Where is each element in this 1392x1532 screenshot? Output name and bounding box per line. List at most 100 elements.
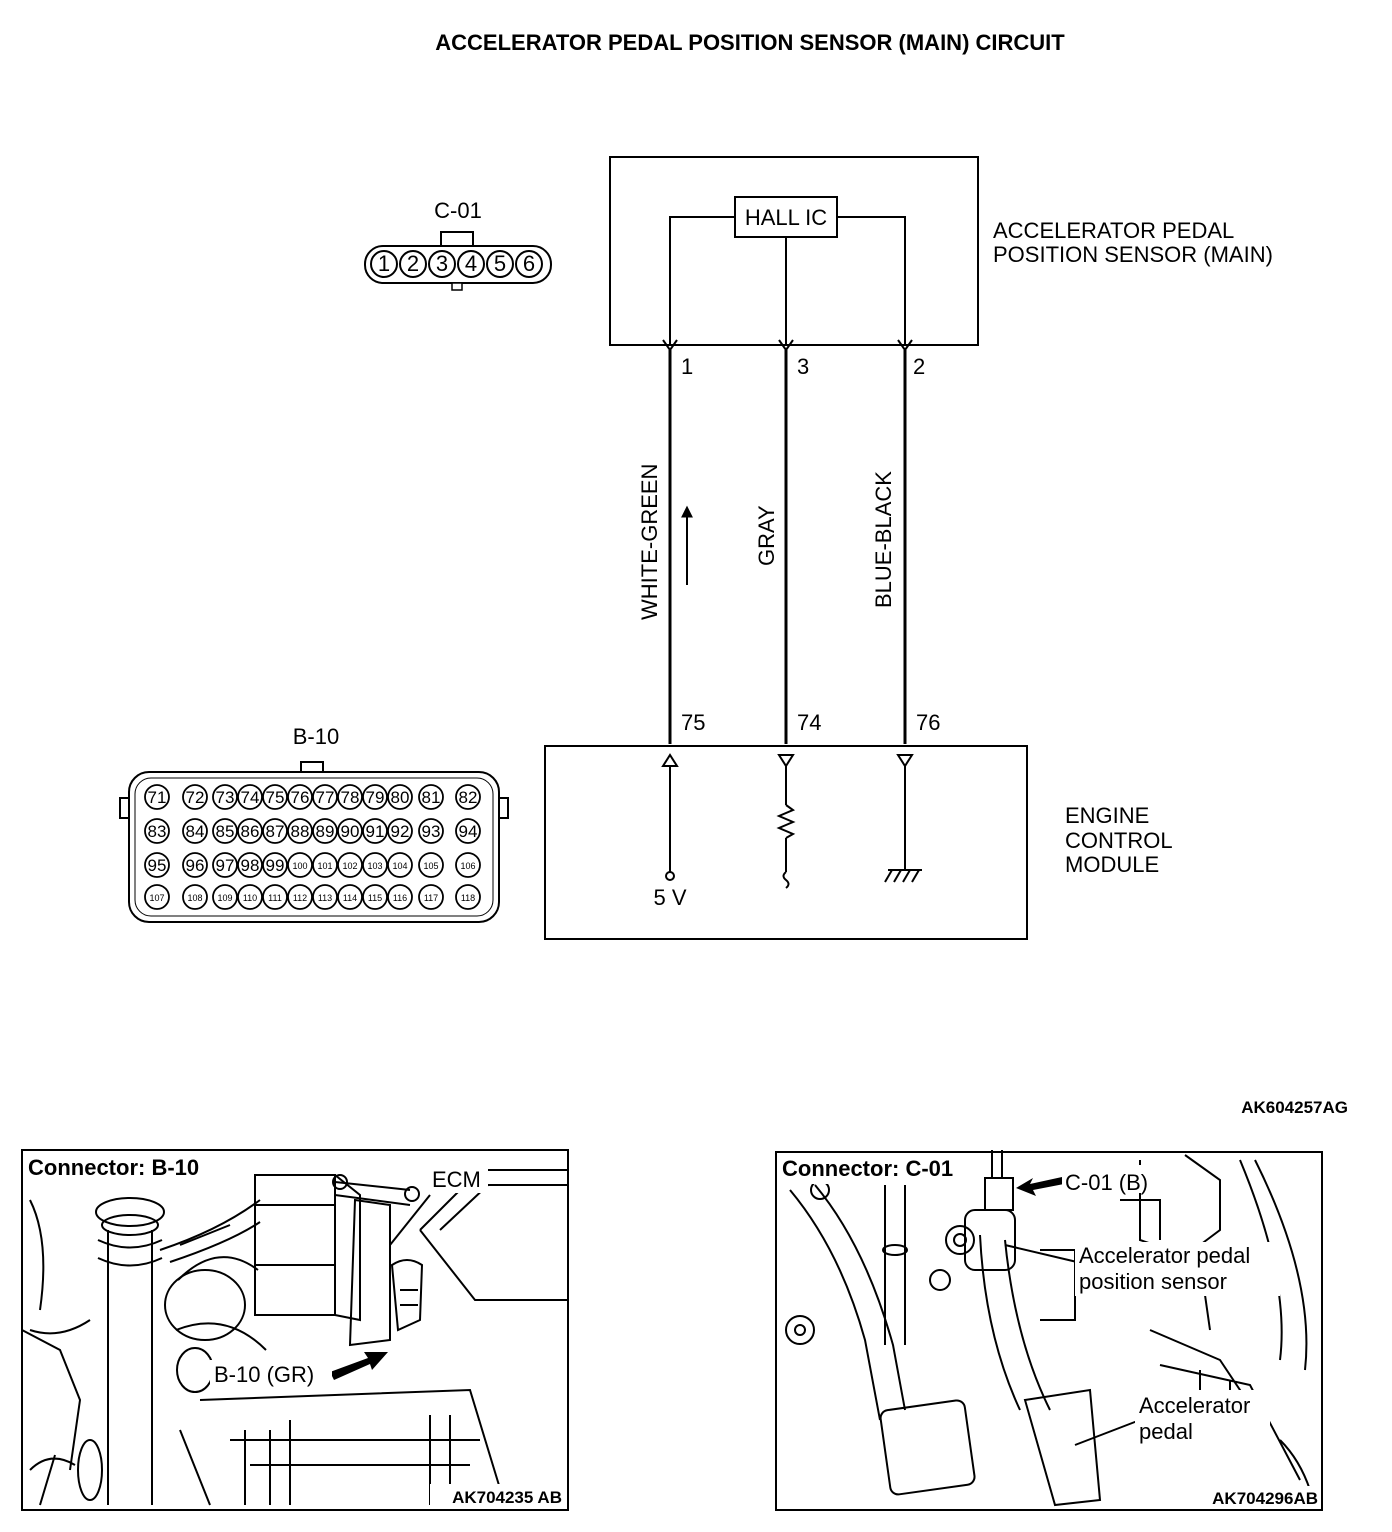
wire-color-gray: GRAY bbox=[754, 505, 779, 566]
b10-pin-number: 109 bbox=[217, 893, 232, 903]
b10-pin-circle bbox=[455, 818, 481, 844]
b10-pin-number: 100 bbox=[292, 861, 307, 871]
b10-pin-circle bbox=[212, 884, 238, 910]
b10-connector bbox=[119, 761, 509, 923]
ecm-internal-circuit bbox=[661, 753, 922, 889]
b10-pin-circle bbox=[455, 884, 481, 910]
c01-pin-circle bbox=[457, 250, 485, 278]
photo-c01-code: AK704296AB bbox=[1212, 1489, 1318, 1508]
b10-pin-number: 95 bbox=[148, 856, 167, 875]
b10-pin-number: 118 bbox=[461, 893, 475, 903]
b10-pin-number: 104 bbox=[392, 861, 407, 871]
b10-pin-circle bbox=[144, 818, 170, 844]
diagram-title: ACCELERATOR PEDAL POSITION SENSOR (MAIN)… bbox=[435, 30, 1065, 55]
b10-pin-number: 93 bbox=[422, 822, 441, 841]
b10-pin-number: 88 bbox=[291, 822, 310, 841]
b10-pin-circle bbox=[262, 884, 288, 910]
b10-pin-number: 101 bbox=[317, 861, 332, 871]
b10-pin-number: 102 bbox=[342, 861, 357, 871]
b10-pin-number: 112 bbox=[293, 893, 307, 903]
b10-pin-circle bbox=[387, 784, 413, 810]
b10-pin-circle bbox=[262, 852, 288, 878]
supply-voltage-label: 5 V bbox=[653, 885, 686, 910]
sensor-internal-wiring bbox=[669, 216, 906, 345]
b10-pin-circle bbox=[262, 784, 288, 810]
b10-pin-number: 108 bbox=[187, 893, 202, 903]
b10-pin-circle bbox=[182, 784, 208, 810]
b10-pin-number: 98 bbox=[241, 856, 260, 875]
ecm-name-line1: ENGINE bbox=[1065, 803, 1149, 828]
b10-pin-circle bbox=[337, 884, 363, 910]
sensor-pin-3: 3 bbox=[797, 354, 809, 379]
b10-pin-number: 78 bbox=[341, 788, 360, 807]
b10-pin-circle bbox=[287, 884, 313, 910]
b10-pin-number: 97 bbox=[216, 856, 235, 875]
b10-pin-circle bbox=[237, 784, 263, 810]
b10-pin-circle bbox=[287, 818, 313, 844]
sensor-box bbox=[609, 156, 979, 346]
c01-pin-circle bbox=[399, 250, 427, 278]
b10-pin-number: 87 bbox=[266, 822, 285, 841]
ecm-box bbox=[544, 745, 1028, 940]
b10-pin-circle bbox=[212, 818, 238, 844]
b10-pin-circle bbox=[212, 784, 238, 810]
b10-pin-circle bbox=[387, 884, 413, 910]
c01-pin-number: 4 bbox=[465, 251, 477, 276]
ecm-pin-76: 76 bbox=[916, 710, 940, 735]
b10-pin-number: 96 bbox=[186, 856, 205, 875]
b10-pin-number: 85 bbox=[216, 822, 235, 841]
photo-pedal-label-line2: pedal bbox=[1139, 1419, 1193, 1444]
b10-pin-number: 72 bbox=[186, 788, 205, 807]
b10-pin-circle bbox=[312, 784, 338, 810]
b10-pin-number: 76 bbox=[291, 788, 310, 807]
b10-pin-circle bbox=[418, 884, 444, 910]
b10-pin-number: 82 bbox=[459, 788, 478, 807]
sensor-pin-1: 1 bbox=[681, 354, 693, 379]
b10-pin-number: 83 bbox=[148, 822, 167, 841]
c01-connector-label: C-01 bbox=[434, 198, 482, 223]
b10-pin-number: 75 bbox=[266, 788, 285, 807]
b10-pin-circle bbox=[387, 852, 413, 878]
photo-c01-connector-label: C-01 (B) bbox=[1065, 1170, 1148, 1195]
b10-pin-number: 105 bbox=[423, 861, 438, 871]
c01-pin-circle bbox=[428, 250, 456, 278]
b10-pin-number: 113 bbox=[318, 893, 332, 903]
photo-c01-caption: Connector: C-01 bbox=[782, 1156, 953, 1181]
b10-pin-circle bbox=[287, 784, 313, 810]
ecm-name-line2: CONTROL bbox=[1065, 828, 1173, 853]
sensor-name-line2: POSITION SENSOR (MAIN) bbox=[993, 242, 1273, 267]
c01-pin-circle bbox=[515, 250, 543, 278]
b10-pin-circle bbox=[237, 884, 263, 910]
b10-pin-circle bbox=[182, 852, 208, 878]
b10-pin-number: 86 bbox=[241, 822, 260, 841]
b10-pin-number: 117 bbox=[424, 893, 438, 903]
b10-pin-circle bbox=[337, 784, 363, 810]
b10-pin-circle bbox=[312, 884, 338, 910]
photo-b10-panel: Connector: B-10 ECM B-10 (GR) AK704235 A… bbox=[21, 1149, 569, 1511]
photo-c01-panel: Connector: C-01 C-01 (B) Accelerator ped… bbox=[775, 1150, 1323, 1511]
b10-pin-circle bbox=[337, 852, 363, 878]
b10-pin-number: 73 bbox=[216, 788, 235, 807]
b10-pin-number: 80 bbox=[391, 788, 410, 807]
photo-b10-code: AK704235 AB bbox=[452, 1488, 562, 1507]
b10-pin-circle bbox=[237, 818, 263, 844]
ecm-pin-74: 74 bbox=[797, 710, 821, 735]
c01-pin-number: 3 bbox=[436, 251, 448, 276]
b10-pin-circle bbox=[455, 852, 481, 878]
ecm-name-line3: MODULE bbox=[1065, 852, 1159, 877]
engine-bay-drawing bbox=[21, 1169, 568, 1506]
b10-connector-label: B-10 bbox=[293, 724, 339, 749]
figure-code: AK604257AG bbox=[1241, 1098, 1348, 1117]
c01-pin-number: 5 bbox=[494, 251, 506, 276]
b10-pin-circle bbox=[362, 784, 388, 810]
b10-pin-number: 110 bbox=[243, 893, 257, 903]
b10-pin-number: 77 bbox=[316, 788, 335, 807]
photo-b10-connector-label: B-10 (GR) bbox=[214, 1362, 314, 1387]
b10-pin-circle bbox=[362, 818, 388, 844]
wire-color-white-green: WHITE-GREEN bbox=[637, 464, 662, 620]
b10-pin-circle bbox=[337, 818, 363, 844]
